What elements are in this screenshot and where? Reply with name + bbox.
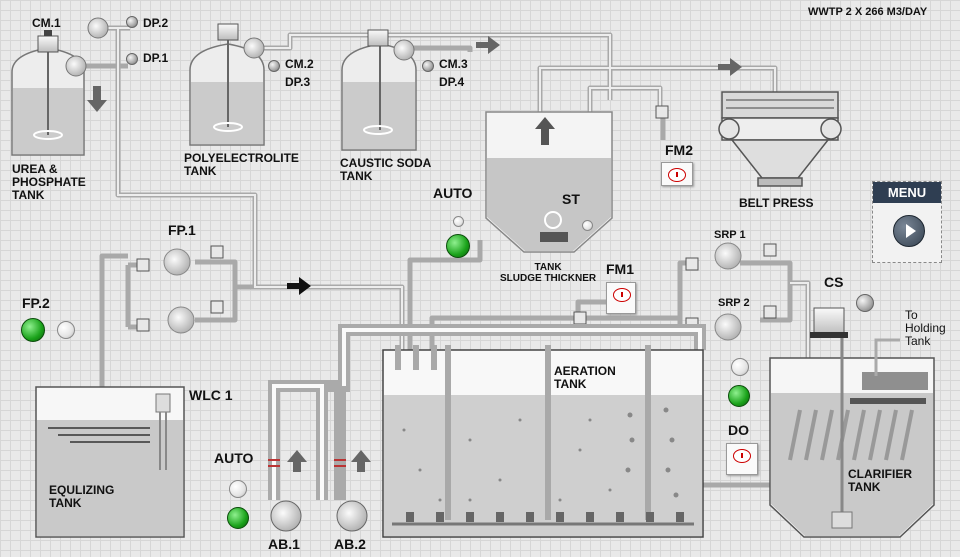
auto-st-label: AUTO [433,185,473,201]
equalizing-tank [35,386,185,538]
menu-panel: MENU [872,181,942,263]
do-label: DO [728,422,749,438]
cm3-label: CM.3 [439,57,468,71]
dp4-label: DP.4 [439,75,465,89]
dp2-indicator [126,16,138,28]
wlc1-label: WLC 1 [189,387,233,403]
urea-tank-label: UREA & PHOSPHATE TANK [12,162,86,202]
ab2-label: AB.2 [334,536,366,552]
do-indicator [731,358,749,376]
do-meter [726,443,758,475]
do-toggle[interactable] [728,385,750,407]
clarifier-tank-label: CLARIFIER TANK [848,467,912,494]
bubbles [402,407,679,502]
sludge-thickener [485,111,613,253]
st-indicator [582,220,593,231]
cs-indicator [856,294,874,312]
dosing-pumps [65,17,415,77]
fm2-label: FM2 [665,142,693,158]
fp2-indicator [57,321,75,339]
auto-ab-indicator [229,480,247,498]
urea-tank [11,30,85,156]
dp1-label: DP.1 [143,51,169,65]
caustic-tank [341,29,417,151]
cm2-indicator [268,60,280,72]
fm1-meter [606,282,636,314]
holding-tank-label: To Holding Tank [905,308,946,348]
do-dial-icon [733,449,751,463]
pipe-outline [100,27,809,460]
feed-pumps [163,242,742,341]
fm2-dial-icon [668,168,686,182]
fm2-meter [661,162,693,186]
menu-title: MENU [873,182,941,203]
fp2-label: FP.2 [22,295,50,311]
clarifier-tank [769,307,935,538]
dp1-indicator [126,53,138,65]
ab1-label: AB.1 [268,536,300,552]
dp3-label: DP.3 [285,75,311,89]
srp1-label: SRP 1 [714,229,746,241]
diffusers [406,512,684,522]
aeration-tank [382,345,704,538]
st-label: ST [562,191,580,207]
srp2-label: SRP 2 [718,297,750,309]
aeration-tank-label: AERATION TANK [554,364,616,391]
blower-markings [268,459,346,467]
dp2-label: DP.2 [143,16,169,30]
caustic-tank-label: CAUSTIC SODA TANK [340,156,432,183]
cm3-indicator [422,60,434,72]
cm1-label: CM.1 [32,16,61,30]
auto-st-toggle[interactable] [446,234,470,258]
belt-press-label: BELT PRESS [739,196,814,210]
auto-ab-label: AUTO [214,450,254,466]
fm1-dial-icon [613,288,631,302]
auto-st-indicator [453,216,464,227]
blowers [270,500,368,532]
plant-title: WWTP 2 X 266 M3/DAY [808,6,928,18]
fm1-label: FM1 [606,261,634,277]
flow-arrows [87,36,742,472]
belt-press [718,91,842,187]
polyelectrolite-tank [189,23,265,146]
auto-ab-toggle[interactable] [227,507,249,529]
cm2-label: CM.2 [285,57,314,71]
equalizing-tank-label: EQULIZING TANK [49,483,115,510]
fp2-toggle[interactable] [21,318,45,342]
valves [136,105,777,332]
fp1-label: FP.1 [168,222,196,238]
thickener-label: TANK SLUDGE THICKNER [500,262,597,284]
menu-play-button[interactable] [893,215,925,247]
cs-label: CS [824,274,844,290]
polyelectrolite-tank-label: POLYELECTROLITE TANK [184,151,299,178]
